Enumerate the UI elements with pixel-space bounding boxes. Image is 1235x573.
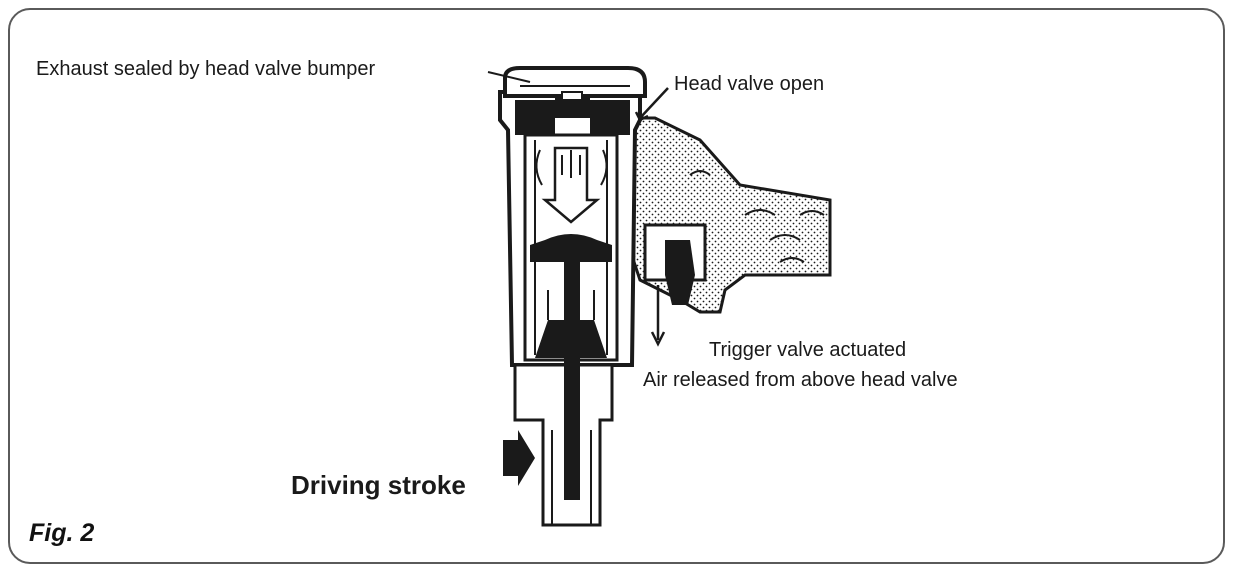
leader-lines [487, 71, 669, 122]
head-valve [515, 91, 630, 135]
air-release-label: Air released from above head valve [643, 369, 958, 391]
trigger-valve-label: Trigger valve actuated [709, 339, 907, 361]
head-valve-label: Head valve open [674, 73, 825, 95]
driver-blade-nose [513, 258, 614, 527]
trigger-valve [643, 223, 707, 347]
driving-stroke-label: Driving stroke [291, 470, 466, 500]
handle-air-chamber [612, 116, 832, 314]
piston [530, 234, 612, 358]
figure-caption: Fig. 2 [29, 519, 95, 547]
exhaust-label: Exhaust sealed by head valve bumper [36, 58, 376, 80]
driving-stroke-arrow [503, 430, 535, 486]
